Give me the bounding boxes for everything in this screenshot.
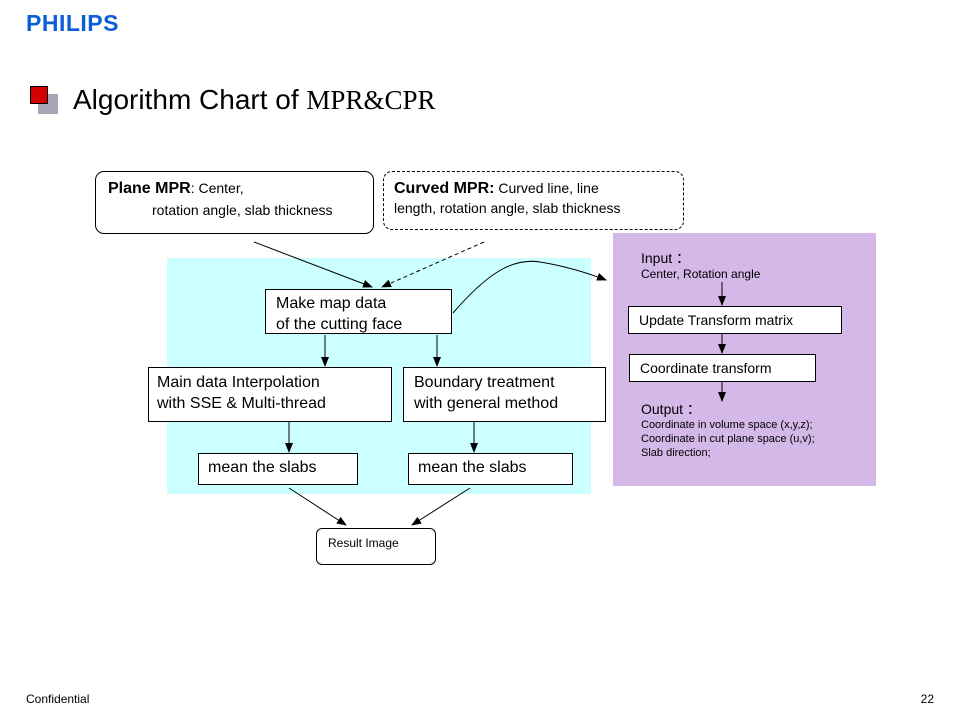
curved-mpr-box [383,171,684,230]
coordinate-transform-label: Coordinate transform [640,360,772,376]
boundary-treatment-line2: with general method [414,395,559,412]
input-value: Center, Rotation angle [641,267,761,281]
main-interpolation-line2: with SSE & Multi-thread [157,395,326,412]
make-map-line1: Make map data [276,295,387,312]
curved-mpr-text1: Curved line, line [494,180,599,196]
boundary-treatment-box [403,367,606,422]
footer-confidential: Confidential [26,692,90,706]
mean-slabs-right-label: mean the slabs [418,459,527,476]
make-map-line2: of the cutting face [276,316,403,333]
make-map-box [265,289,452,334]
footer-page-number: 22 [920,692,934,706]
curved-mpr-label: Curved MPR: [394,180,495,197]
output-line-2: Coordinate in cut plane space (u,v); [641,433,815,445]
main-interpolation-line1: Main data Interpolation [157,374,320,391]
main-interpolation-box [148,367,392,422]
page-title: Algorithm Chart of MPR&CPR [73,84,436,116]
plane-mpr-box [95,171,374,234]
plane-mpr-line1: Plane MPR: Center, [108,179,244,198]
result-image-box [316,528,436,565]
output-line-3: Slab direction; [641,447,711,459]
mean-slabs-left-box [198,453,358,485]
philips-logo: PHILIPS [26,10,119,36]
curved-mpr-line1: Curved MPR: Curved line, line [394,179,599,198]
plane-mpr-line2: rotation angle, slab thickness [152,202,333,218]
boundary-treatment-line1: Boundary treatment [414,374,555,391]
title-bullet-icon [30,86,48,104]
plane-mpr-text1: : Center, [190,180,244,196]
coordinate-transform-box [629,354,816,382]
result-image-label: Result Image [328,536,399,550]
output-label: Output ： [641,401,701,417]
input-label: Input ： [641,250,691,266]
output-line-1: Coordinate in volume space (x,y,z); [641,419,813,431]
page-title-serif: MPR&CPR [306,85,436,115]
mean-slabs-left-label: mean the slabs [208,459,317,476]
mean-slabs-right-box [408,453,573,485]
plane-mpr-label: Plane MPR [108,180,191,197]
update-transform-label: Update Transform matrix [639,312,794,328]
update-transform-box [628,306,842,334]
curved-mpr-line2: length, rotation angle, slab thickness [394,200,621,216]
page-title-main: Algorithm Chart of [73,84,307,115]
